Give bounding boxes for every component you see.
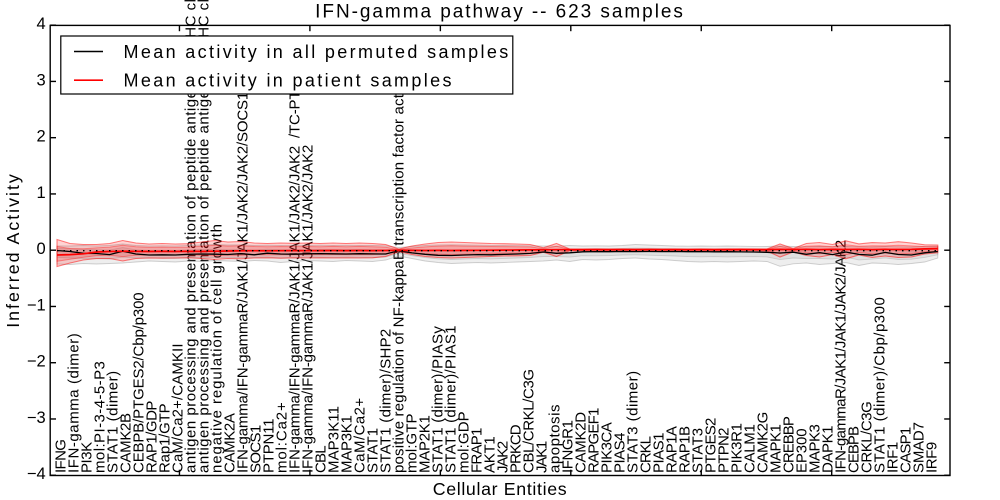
svg-text:STAT1 (dimer): STAT1 (dimer) (104, 370, 121, 473)
svg-text:−2: −2 (27, 353, 46, 371)
svg-text:mol:GTP: mol:GTP (403, 413, 420, 473)
svg-text:RAP1/GDP: RAP1/GDP (143, 401, 160, 473)
svg-text:RAP1B: RAP1B (676, 426, 693, 473)
svg-text:RAPGEF1: RAPGEF1 (585, 408, 602, 473)
svg-text:Inferred Activity: Inferred Activity (3, 172, 23, 328)
svg-text:−4: −4 (27, 465, 46, 483)
svg-text:4: 4 (37, 15, 46, 33)
svg-text:positive regulation of NF-kapp: positive regulation of NF-kappaB transcr… (390, 67, 407, 473)
svg-text:CRKL: CRKL (637, 436, 654, 473)
svg-text:IFNGR1: IFNGR1 (559, 420, 576, 473)
svg-text:PIAS1: PIAS1 (650, 433, 667, 473)
svg-text:IFN-gamma (dimer): IFN-gamma (dimer) (65, 333, 82, 473)
svg-text:CaM/Ca2+: CaM/Ca2+ (351, 397, 368, 473)
svg-text:1: 1 (37, 184, 46, 202)
svg-text:negative regulation of cell gr: negative regulation of cell growth (208, 223, 225, 473)
svg-text:CREBBP: CREBBP (780, 416, 797, 473)
svg-text:−1: −1 (27, 296, 46, 314)
svg-text:Mean activity in patient sampl: Mean activity in patient samples (124, 71, 454, 91)
svg-text:PIK3R1: PIK3R1 (728, 423, 745, 473)
svg-text:0: 0 (37, 240, 46, 258)
svg-text:SOCS1: SOCS1 (247, 425, 264, 473)
svg-text:STAT3: STAT3 (689, 428, 706, 473)
svg-text:RAP1A: RAP1A (663, 426, 680, 473)
svg-text:PTPN11: PTPN11 (260, 419, 277, 473)
svg-text:STAT1 (dimer)/PIASy: STAT1 (dimer)/PIASy (429, 326, 446, 473)
svg-text:CEBPB/PTGES2/Cbp/p300: CEBPB/PTGES2/Cbp/p300 (130, 293, 147, 474)
svg-text:SMAD7: SMAD7 (910, 422, 927, 473)
svg-text:IFNG: IFNG (52, 440, 69, 473)
svg-text:PI3K: PI3K (78, 442, 95, 473)
svg-text:mol:GDP: mol:GDP (455, 411, 472, 473)
svg-text:3: 3 (37, 71, 46, 89)
svg-text:MAPK3: MAPK3 (806, 424, 823, 473)
svg-text:IFN-gammaR/JAK1/JAK1/JAK2/JAK2: IFN-gammaR/JAK1/JAK1/JAK2/JAK2 (832, 240, 849, 473)
svg-text:CAMK2D: CAMK2D (572, 412, 589, 473)
svg-text:Rap1/GTP: Rap1/GTP (156, 403, 173, 473)
svg-text:apoptosis: apoptosis (546, 404, 563, 473)
svg-text:CAMK2A: CAMK2A (221, 413, 238, 473)
svg-text:CASP1: CASP1 (897, 427, 914, 473)
svg-text:PTGES2: PTGES2 (702, 418, 719, 473)
svg-text:2: 2 (37, 128, 46, 146)
svg-text:IFN-gamma/IFN-gammaR/JAK1/JAK1: IFN-gamma/IFN-gammaR/JAK1/JAK1/JAK2/JAK2… (234, 92, 251, 473)
svg-text:JAK2: JAK2 (494, 441, 511, 473)
svg-text:DAPK1: DAPK1 (819, 426, 836, 473)
svg-text:−3: −3 (27, 409, 46, 427)
svg-text:STAT1 (dimer)/SHP2: STAT1 (dimer)/SHP2 (377, 328, 394, 473)
svg-text:EP300: EP300 (793, 428, 810, 473)
svg-text:MAPK1: MAPK1 (767, 424, 784, 473)
svg-text:Mean activity in all permuted: Mean activity in all permuted samples (124, 42, 511, 62)
svg-text:CALM1: CALM1 (741, 424, 758, 473)
svg-text:antigen processing and present: antigen processing and presentation of p… (182, 0, 199, 473)
svg-text:MAP2K1: MAP2K1 (416, 415, 433, 473)
svg-text:IRF1: IRF1 (884, 442, 901, 473)
svg-text:FRAP1: FRAP1 (468, 428, 485, 473)
svg-text:CAMK2G: CAMK2G (754, 412, 771, 473)
svg-text:Cellular Entities: Cellular Entities (433, 479, 568, 499)
svg-text:mol:PI-3-4-5-P3: mol:PI-3-4-5-P3 (91, 361, 108, 473)
svg-text:MAP3K11: MAP3K11 (325, 406, 342, 473)
svg-text:IFN-gamma/IFN-gammaR/JAK1/JAK1: IFN-gamma/IFN-gammaR/JAK1/JAK1/JAK2/JAK2 (299, 145, 316, 473)
svg-text:MAP3K1: MAP3K1 (338, 415, 355, 473)
svg-text:AKT1: AKT1 (481, 437, 498, 473)
svg-text:mol:Ca2+: mol:Ca2+ (273, 401, 290, 473)
svg-text:antigen processing and present: antigen processing and presentation of p… (195, 0, 212, 473)
svg-text:PIAS4: PIAS4 (611, 433, 628, 473)
svg-text:IRF9: IRF9 (923, 442, 940, 473)
svg-text:STAT3 (dimer): STAT3 (dimer) (624, 370, 641, 473)
svg-text:PRKCD: PRKCD (507, 424, 524, 473)
svg-text:JAK1: JAK1 (533, 441, 550, 473)
svg-text:CEBPB: CEBPB (845, 426, 862, 473)
svg-text:IFN-gamma pathway -- 623 sampl: IFN-gamma pathway -- 623 samples (315, 2, 685, 23)
svg-text:IFN-gamma/IFN-gammaR/JAK1/JAK1: IFN-gamma/IFN-gammaR/JAK1/JAK1/JAK2/JAK2… (286, 81, 303, 473)
svg-text:PTPN2: PTPN2 (715, 428, 732, 473)
svg-text:CBL/CRKL/C3G: CBL/CRKL/C3G (520, 369, 537, 473)
svg-text:CBL: CBL (312, 446, 329, 473)
svg-text:CaM/Ca2+/CAMKII: CaM/Ca2+/CAMKII (169, 343, 186, 473)
svg-text:STAT1 (dimer)/Cbp/p300: STAT1 (dimer)/Cbp/p300 (871, 297, 888, 473)
svg-text:CAMK2B: CAMK2B (117, 413, 134, 473)
svg-text:STAT1 (dimer)/PIAS1: STAT1 (dimer)/PIAS1 (442, 325, 459, 473)
svg-text:STAT1: STAT1 (364, 428, 381, 473)
svg-text:CRKL/C3G: CRKL/C3G (858, 402, 875, 473)
svg-text:PIK3CA: PIK3CA (598, 422, 615, 473)
